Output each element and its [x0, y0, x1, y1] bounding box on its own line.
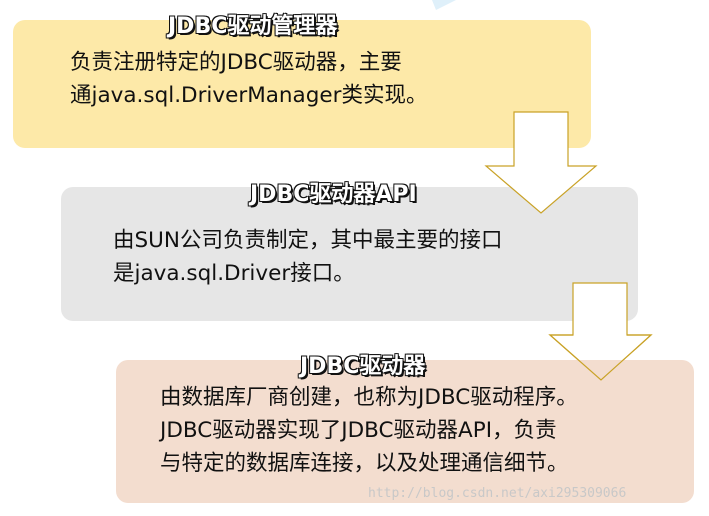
driver-api-line-1: 由SUN公司负责制定，其中最主要的接口	[113, 228, 503, 253]
top-arrow-fragment	[432, 0, 456, 10]
driver-api-description: 由SUN公司负责制定，其中最主要的接口 是java.sql.Driver接口。	[113, 224, 502, 290]
jdbc-driver-description: 由数据库厂商创建，也称为JDBC驱动程序。 JDBC驱动器实现了JDBC驱动器A…	[160, 381, 578, 480]
down-arrow-1	[484, 111, 598, 214]
driver-manager-box	[13, 20, 591, 148]
jdbc-driver-line-2: JDBC驱动器实现了JDBC驱动器API，负责	[160, 418, 557, 443]
driver-manager-title: JDBC驱动管理器	[167, 13, 338, 39]
jdbc-driver-box	[116, 360, 694, 503]
driver-api-line-2: 是java.sql.Driver接口。	[113, 261, 355, 286]
jdbc-driver-title: JDBC驱动器	[299, 353, 426, 379]
driver-manager-line-2: 通java.sql.DriverManager类实现。	[70, 83, 428, 108]
jdbc-driver-line-3: 与特定的数据库连接，以及处理通信细节。	[160, 451, 569, 476]
jdbc-driver-line-1: 由数据库厂商创建，也称为JDBC驱动程序。	[160, 385, 578, 410]
down-arrow-2-tip	[548, 334, 653, 381]
driver-api-title: JDBC驱动器API	[249, 181, 417, 207]
watermark: http://blog.csdn.net/axi295309066	[368, 486, 627, 501]
driver-manager-description: 负责注册特定的JDBC驱动器，主要 通java.sql.DriverManage…	[70, 46, 427, 112]
driver-manager-line-1: 负责注册特定的JDBC驱动器，主要	[70, 50, 402, 75]
